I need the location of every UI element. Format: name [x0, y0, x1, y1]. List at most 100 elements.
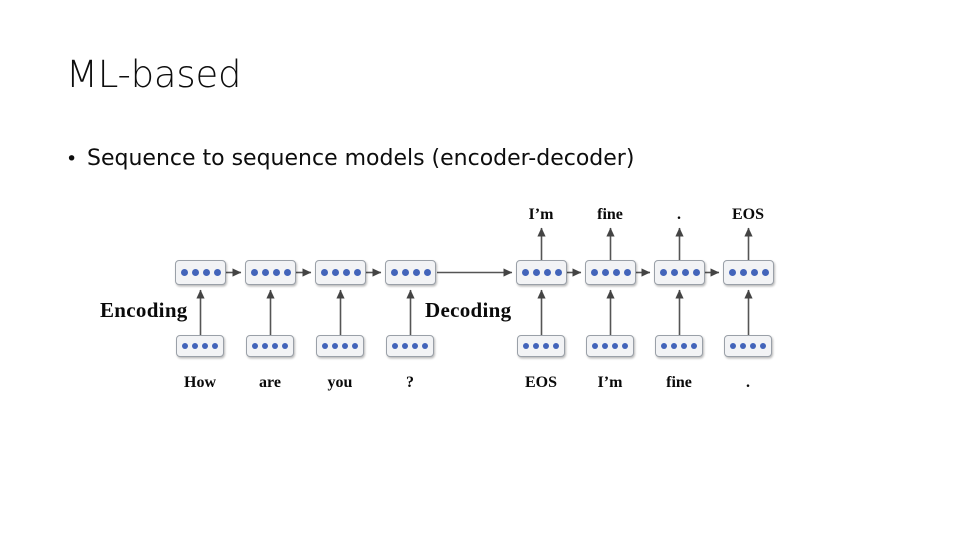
unit-dot: [622, 343, 628, 349]
unit-dot: [659, 269, 667, 276]
unit-dot: [212, 343, 218, 349]
unit-dot: [202, 343, 208, 349]
decoder-input-cell-3: [655, 335, 703, 357]
encoder-input-token-2: are: [259, 374, 281, 391]
unit-dot: [252, 343, 258, 349]
unit-dot: [691, 343, 697, 349]
list-item: • Sequence to sequence models (encoder-d…: [66, 144, 886, 174]
unit-dot: [661, 343, 667, 349]
unit-dot: [282, 343, 288, 349]
unit-dot: [612, 269, 620, 276]
decoder-input-token-1: EOS: [524, 374, 557, 391]
encoder-input-cell-3: [316, 335, 364, 357]
unit-dot: [750, 269, 758, 276]
encoder-input-token-3: you: [327, 374, 353, 391]
unit-dot: [601, 269, 609, 276]
unit-dot: [342, 269, 350, 276]
unit-dot: [272, 269, 280, 276]
decoder-hidden-cell-2: [585, 260, 636, 285]
unit-dot: [612, 343, 618, 349]
unit-dot: [602, 343, 608, 349]
bullet-marker-icon: •: [66, 148, 78, 170]
unit-dot: [761, 269, 769, 276]
bullet-list: • Sequence to sequence models (encoder-d…: [66, 144, 886, 174]
unit-dot: [521, 269, 529, 276]
unit-dot: [283, 269, 291, 276]
unit-dot: [191, 269, 199, 276]
unit-dot: [543, 343, 549, 349]
unit-dot: [533, 343, 539, 349]
unit-dot: [412, 343, 418, 349]
unit-dot: [760, 343, 766, 349]
decoder-hidden-cell-3: [654, 260, 705, 285]
unit-dot: [272, 343, 278, 349]
decoder-hidden-cell-1: [516, 260, 567, 285]
unit-dot: [543, 269, 551, 276]
unit-dot: [681, 343, 687, 349]
encoder-input-token-1: How: [184, 374, 216, 391]
unit-dot: [401, 269, 409, 276]
unit-dot: [692, 269, 700, 276]
seq2seq-diagram: Encoding Decoding How ar: [0, 190, 960, 410]
unit-dot: [592, 343, 598, 349]
unit-dot: [730, 343, 736, 349]
unit-dot: [750, 343, 756, 349]
bullet-text: Sequence to sequence models (encoder-dec…: [87, 146, 635, 171]
unit-dot: [322, 343, 328, 349]
unit-dot: [590, 269, 598, 276]
unit-dot: [261, 269, 269, 276]
encoder-hidden-cell-2: [245, 260, 296, 285]
decoder-input-cell-4: [724, 335, 772, 357]
decoder-input-token-4: .: [746, 374, 750, 391]
unit-dot: [332, 343, 338, 349]
unit-dot: [532, 269, 540, 276]
decoder-output-token-1: I’m: [528, 206, 554, 223]
encoder-hidden-cell-3: [315, 260, 366, 285]
unit-dot: [331, 269, 339, 276]
unit-dot: [553, 343, 559, 349]
unit-dot: [192, 343, 198, 349]
unit-dot: [202, 269, 210, 276]
unit-dot: [423, 269, 431, 276]
unit-dot: [182, 343, 188, 349]
unit-dot: [213, 269, 221, 276]
unit-dot: [412, 269, 420, 276]
encoder-input-token-4: ?: [406, 374, 414, 391]
unit-dot: [740, 343, 746, 349]
unit-dot: [390, 269, 398, 276]
decoder-input-token-2: I’m: [597, 374, 623, 391]
unit-dot: [402, 343, 408, 349]
decoder-input-cell-2: [586, 335, 634, 357]
decoder-input-token-3: fine: [666, 374, 692, 391]
unit-dot: [739, 269, 747, 276]
decoding-section-label: Decoding: [425, 298, 512, 322]
encoding-section-label: Encoding: [100, 298, 188, 322]
unit-dot: [262, 343, 268, 349]
encoder-input-cell-1: [176, 335, 224, 357]
unit-dot: [728, 269, 736, 276]
decoder-output-token-4: EOS: [731, 206, 764, 223]
decoder-hidden-cell-4: [723, 260, 774, 285]
unit-dot: [250, 269, 258, 276]
unit-dot: [422, 343, 428, 349]
unit-dot: [353, 269, 361, 276]
unit-dot: [342, 343, 348, 349]
encoder-input-cell-2: [246, 335, 294, 357]
unit-dot: [671, 343, 677, 349]
unit-dot: [523, 343, 529, 349]
encoder-hidden-cell-4: [385, 260, 436, 285]
page-title: ML-based: [66, 53, 242, 96]
decoder-output-token-3: .: [677, 206, 681, 223]
decoder-input-cell-1: [517, 335, 565, 357]
unit-dot: [352, 343, 358, 349]
unit-dot: [180, 269, 188, 276]
unit-dot: [681, 269, 689, 276]
decoder-output-token-2: fine: [597, 206, 623, 223]
unit-dot: [623, 269, 631, 276]
encoder-input-cell-4: [386, 335, 434, 357]
unit-dot: [392, 343, 398, 349]
diagram-connectors: [196, 227, 753, 335]
encoder-hidden-cell-1: [175, 260, 226, 285]
unit-dot: [554, 269, 562, 276]
